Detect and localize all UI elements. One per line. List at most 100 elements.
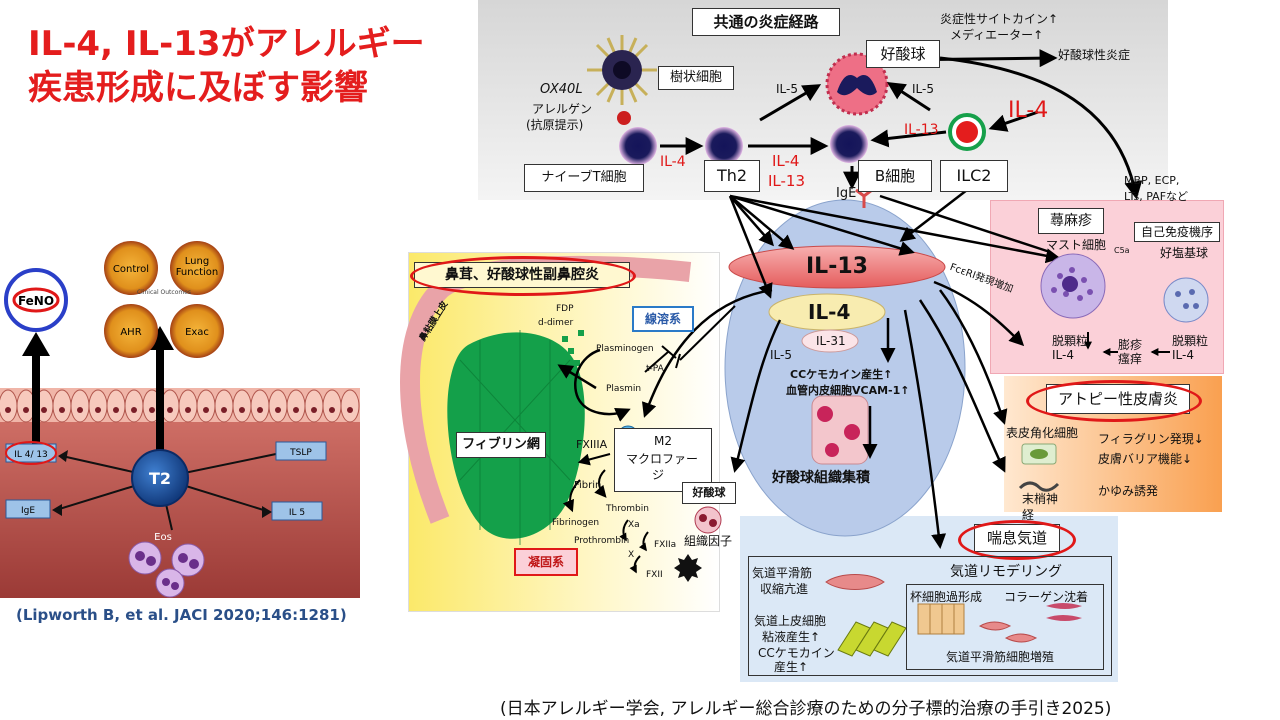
degran1-line2: IL-4 <box>1052 348 1074 362</box>
epi-line3: CCケモカイン <box>758 646 835 660</box>
fxii-label: FXII <box>646 570 663 580</box>
citation: (Lipworth B, et al. JACI 2020;146:1281) <box>16 606 347 624</box>
eosinophil-cells <box>128 541 205 598</box>
coag-label: 凝固系 <box>514 548 578 576</box>
tpa-label: t-PA <box>646 364 664 374</box>
asthma-title-ring <box>958 520 1076 560</box>
autoimmune-label: 自己免疫機序 <box>1134 222 1220 242</box>
footer-source: (日本アレルギー学会, アレルギー総合診療のための分子標的治療の手引き2025) <box>500 699 1112 719</box>
tslp-box <box>275 441 327 461</box>
il4-13-label: IL 4/ 13 <box>14 450 48 460</box>
nerve-line1: 末梢神 <box>1022 492 1059 506</box>
il13-b-label: IL-13 <box>904 122 939 138</box>
ige-label-top: IgE <box>836 186 857 201</box>
keratinocyte-label: 表皮角化細胞 <box>1006 426 1079 440</box>
tslp-label: TSLP <box>289 448 312 458</box>
plasmin-label: Plasmin <box>606 384 642 394</box>
il13-a-label: IL-13 <box>768 172 806 190</box>
slide-title: IL-4, IL-13がアレルギー 疾患形成に及ぼす影響 <box>28 22 425 110</box>
dendritic-label: 樹状細胞 <box>658 66 734 90</box>
ilc2-cell <box>948 113 986 151</box>
t2-node <box>131 449 189 507</box>
mast-cell <box>1040 253 1106 319</box>
feno-circle <box>4 268 68 332</box>
nasal-eosinophil <box>694 506 722 534</box>
goblet-cells-icon <box>917 603 965 635</box>
cc-line1: CCケモカイン産生↑ <box>790 368 893 381</box>
x-label: X <box>628 550 635 560</box>
macrophage-label-1: マクロファー <box>626 452 699 466</box>
outcome-control <box>104 241 158 295</box>
wheal-line2: 瘙痒 <box>1118 352 1143 366</box>
urticaria-title: 蕁麻疹 <box>1038 208 1104 234</box>
remodeling-box <box>906 584 1104 670</box>
b-cell-label: B細胞 <box>858 160 932 192</box>
degran2-line2: IL-4 <box>1172 348 1194 362</box>
asthma-epithelium-icon <box>837 621 907 657</box>
allergen-label: アレルゲン <box>532 102 593 116</box>
m2-label: M2 <box>654 434 672 448</box>
fdp-label: FDP <box>556 304 574 314</box>
proliferation-label: 気道平滑筋細胞増殖 <box>946 650 1055 664</box>
ige-label: IgE <box>21 506 35 516</box>
c5a-label: C5a <box>1114 246 1130 255</box>
atopic-title-ring <box>1026 380 1202 422</box>
nasal-eos-label: 好酸球 <box>682 482 736 504</box>
fibrin-net-label: フィブリン網 <box>456 432 546 458</box>
ilc2-label: ILC2 <box>940 160 1008 192</box>
barrier-label: 皮膚バリア機能↓ <box>1098 452 1193 466</box>
prothrombin-label: Prothrombin <box>574 536 630 546</box>
mbp-line2: LTs, PAFなど <box>1124 190 1189 203</box>
title-line-1: IL-4, IL-13がアレルギー <box>28 24 425 64</box>
center-il5-label: IL-5 <box>770 348 792 362</box>
smooth-muscle-proliferation-icon <box>978 621 1038 643</box>
basophil-cell <box>1163 277 1209 323</box>
cytokine-line1: 炎症性サイトカイン↑ <box>940 12 1059 26</box>
smooth-line1: 気道平滑筋 <box>752 566 813 580</box>
il5-box <box>271 501 323 521</box>
filaggrin-label: フィラグリン発現↓ <box>1098 432 1204 446</box>
nasal-title-ring <box>410 256 636 296</box>
fibrinolysis-label: 線溶系 <box>632 306 694 332</box>
epi-line4: 産生↑ <box>774 660 809 674</box>
wheal-line1: 膨疹 <box>1118 338 1143 352</box>
th2-label: Th2 <box>704 160 760 192</box>
naive-t-label: ナイーブT細胞 <box>524 164 644 192</box>
fxiia-label: FXIIa <box>654 540 677 550</box>
title-line-2: 疾患形成に及ぼす影響 <box>28 68 368 108</box>
outcome-control-label: Control <box>113 264 149 275</box>
b-cell <box>830 125 868 163</box>
fxiiia-label: FXIIIA <box>576 438 608 451</box>
center-il13-label: IL-13 <box>806 254 868 279</box>
nerve-line2: 経 <box>1022 508 1035 522</box>
fibrin-label: Fibrin <box>574 480 602 491</box>
eos-inflam-label: 好酸球性炎症 <box>1058 48 1131 62</box>
il31-oval <box>801 329 859 353</box>
cytokine-line2: メディエーター↑ <box>950 28 1044 42</box>
il5-b-label: IL-5 <box>912 82 934 96</box>
goblet-label: 杯細胞過形成 <box>910 590 983 604</box>
eos-accum-label: 好酸球組織集積 <box>772 470 870 486</box>
asthma-smooth-muscle-icon <box>825 574 885 590</box>
mbp-line1: MBP, ECP, <box>1124 174 1180 187</box>
antigen-label: (抗原提示) <box>526 118 584 132</box>
th2-cell <box>705 127 743 165</box>
cc-line2: 血管内皮細胞VCAM-1↑ <box>786 384 910 397</box>
naive-t-cell <box>619 127 657 165</box>
il13-bar <box>728 245 946 289</box>
outcome-ahr-label: AHR <box>120 327 141 338</box>
plasminogen-label: Plasminogen <box>596 344 654 354</box>
basophil-label: 好塩基球 <box>1160 246 1209 260</box>
degran2-line1: 脱顆粒 <box>1172 334 1209 348</box>
nerve-icon <box>1018 481 1060 492</box>
clinical-outcomes-label: Clinical Outcomes <box>137 289 191 296</box>
t2-label: T2 <box>149 469 171 488</box>
pathway-diagram <box>400 35 1209 657</box>
remodeling-label: 気道リモデリング <box>950 564 1062 580</box>
ox40l-label: OX40L <box>540 82 583 97</box>
il4-b-label: IL-4 <box>772 152 800 170</box>
center-il31-label: IL-31 <box>816 334 846 348</box>
il4-big-label: IL-4 <box>1008 98 1049 123</box>
degran1-line1: 脱顆粒 <box>1052 334 1089 348</box>
